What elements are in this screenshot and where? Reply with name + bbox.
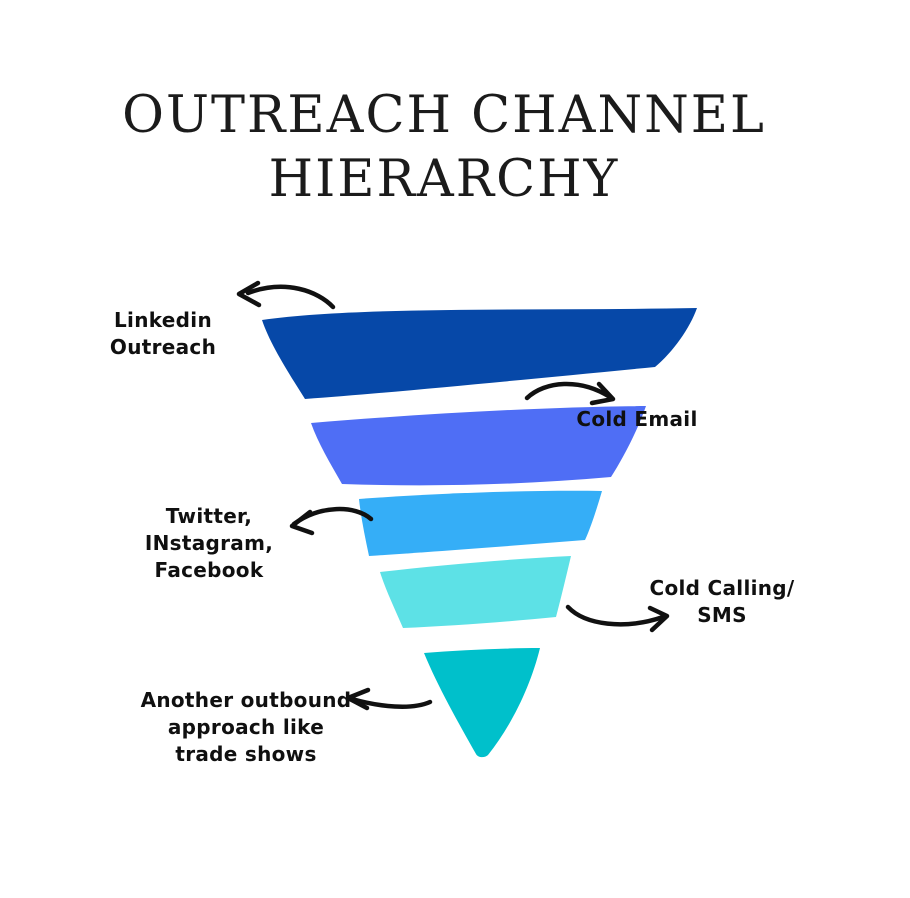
arrow-cold-email-head <box>589 381 616 406</box>
arrow-social-head <box>289 509 315 536</box>
arrow-linkedin-head <box>236 280 262 308</box>
funnel-level-3-shape <box>359 490 602 556</box>
title-line-1: OUTREACH CHANNEL <box>122 86 766 145</box>
arrow-social-media <box>289 506 374 536</box>
arrow-cold-email-curve <box>524 381 613 401</box>
arrow-cold-email <box>524 381 616 406</box>
label-linkedin-outreach: Linkedin Outreach <box>109 308 217 359</box>
page-title: OUTREACH CHANNEL HIERARCHY <box>0 84 888 212</box>
label-trade-shows-line-2: approach like <box>167 715 325 739</box>
arrow-trade-head <box>345 687 371 711</box>
label-cold-calling-sms: Cold Calling/ SMS <box>649 576 795 627</box>
arrow-trade-shows <box>345 687 433 711</box>
label-social-media: Twitter, INstagram, Facebook <box>109 503 309 584</box>
label-social-media-line-1: Twitter, <box>165 504 253 528</box>
funnel-level-2-shape <box>311 406 646 486</box>
arrow-linkedin-outreach <box>236 280 336 310</box>
arrow-linkedin-curve <box>245 284 336 310</box>
arrow-cold-calling-curve <box>565 604 666 627</box>
funnel-level-4-shape <box>380 556 571 628</box>
label-social-media-line-2: INstagram, <box>144 531 274 555</box>
label-trade-shows-line-1: Another outbound <box>140 688 352 712</box>
funnel-level-5-shape <box>424 648 540 758</box>
arrow-trade-curve <box>349 696 433 709</box>
label-social-media-line-3: Facebook <box>154 558 264 582</box>
funnel-level-1-shape <box>262 308 697 399</box>
arrow-cold-calling <box>565 604 670 633</box>
arrow-cold-calling-head <box>647 605 670 633</box>
label-cold-email: Cold Email <box>576 407 698 431</box>
label-trade-shows: Another outbound approach like trade sho… <box>136 687 356 768</box>
title-line-2: HIERARCHY <box>268 150 620 209</box>
label-trade-shows-line-3: trade shows <box>175 742 317 766</box>
